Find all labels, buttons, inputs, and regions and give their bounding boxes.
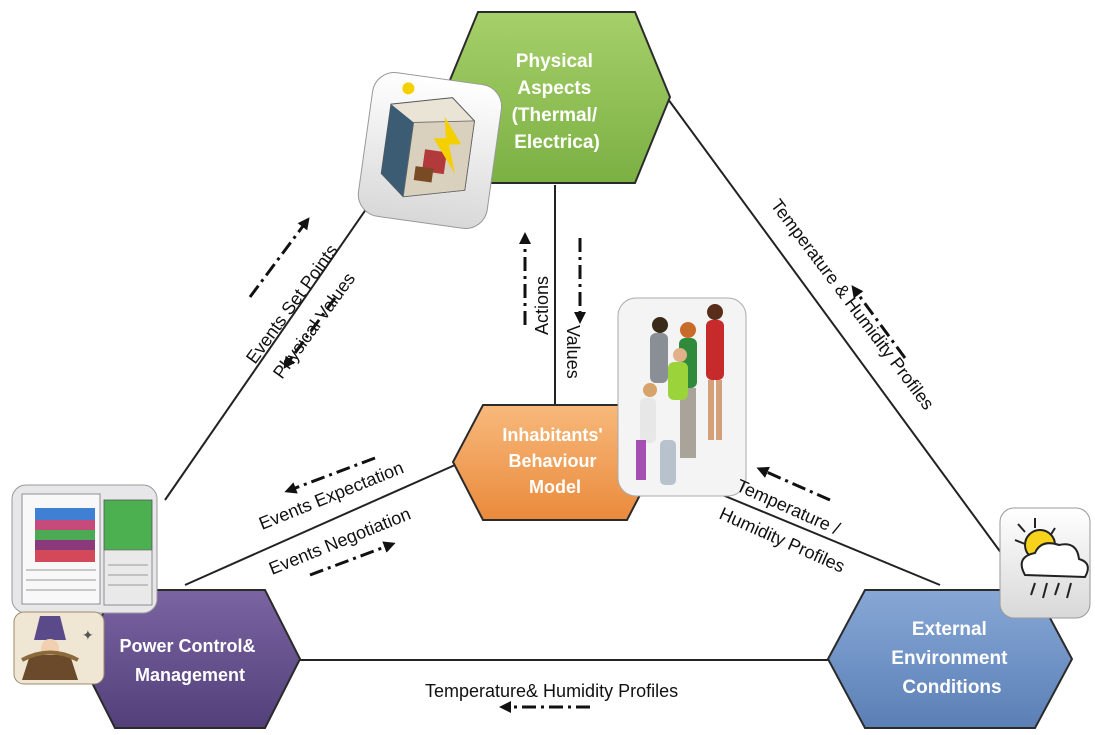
wizard-icon: ✦ bbox=[13, 611, 105, 685]
arrow-physical-values bbox=[283, 297, 337, 369]
external-line-3: Conditions bbox=[902, 677, 1001, 698]
inhabitants-line-1: Inhabitants' bbox=[502, 425, 602, 445]
software-screenshot-icon bbox=[11, 484, 158, 614]
people-group-icon bbox=[617, 297, 747, 497]
node-physical-aspects: Physical Aspects (Thermal/ Electrica) bbox=[441, 11, 672, 184]
line-inhabitants-power bbox=[184, 464, 456, 586]
arrow-events-set-points bbox=[248, 217, 310, 298]
svg-text:Physical Aspects (: Physical Aspects (Thermal/ Electrica) bbox=[512, 51, 603, 153]
label-values: Values bbox=[563, 325, 583, 379]
node-external-environment: External Environment Conditions bbox=[826, 589, 1074, 729]
arrow-temperature-humidity-mid bbox=[756, 466, 831, 502]
label-temperature-humidity-right: Temperature & Humidity Profiles bbox=[767, 195, 938, 413]
svg-text:External Environment: External Environment Conditions bbox=[891, 619, 1012, 698]
physical-line-3: (Thermal/ bbox=[512, 105, 598, 126]
physical-line-2: Aspects bbox=[517, 78, 591, 99]
power-line-1: Power Control& bbox=[119, 636, 255, 656]
line-physical-external bbox=[664, 94, 1011, 566]
label-actions: Actions bbox=[532, 276, 552, 335]
weather-sun-cloud-rain-icon bbox=[999, 507, 1091, 619]
external-line-1: External bbox=[912, 619, 987, 640]
svg-text:✦: ✦ bbox=[82, 629, 94, 644]
node-power-control: Power Control& Management bbox=[78, 589, 302, 729]
power-line-2: Management bbox=[135, 665, 245, 685]
arrow-events-expectation bbox=[284, 456, 376, 494]
external-line-2: Environment bbox=[891, 648, 1008, 669]
node-inhabitants-behaviour: Inhabitants' Behaviour Model bbox=[451, 404, 659, 521]
svg-text:Power Control& Managemen: Power Control& Management bbox=[119, 636, 260, 685]
svg-text:Inhabitants' Behaviour: Inhabitants' Behaviour Model bbox=[502, 425, 607, 497]
physical-line-1: Physical bbox=[516, 51, 593, 72]
room-model-icon bbox=[357, 72, 503, 229]
label-temperature-humidity-bottom: Temperature& Humidity Profiles bbox=[425, 681, 678, 701]
inhabitants-line-3: Model bbox=[529, 477, 581, 497]
physical-line-4: Electrica) bbox=[514, 132, 600, 153]
inhabitants-line-2: Behaviour bbox=[508, 451, 596, 471]
flow-arrows bbox=[248, 217, 907, 713]
